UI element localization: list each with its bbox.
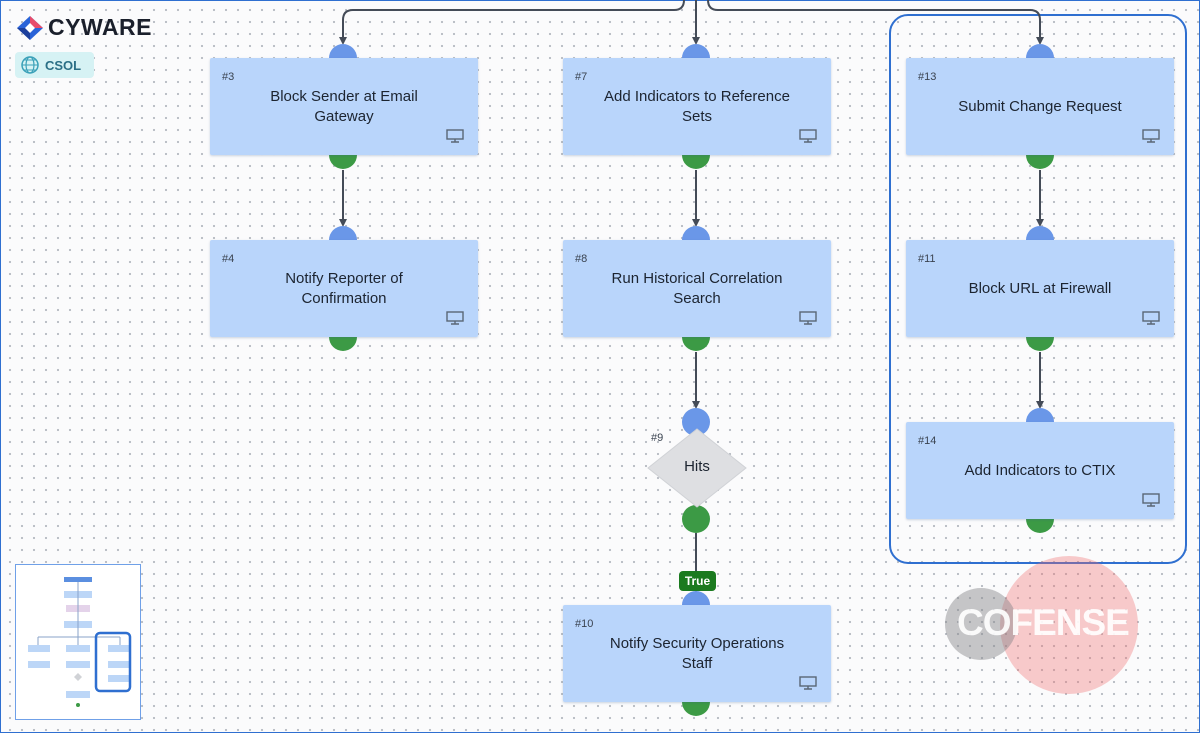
- output-port: [682, 337, 710, 351]
- node-number: #3: [222, 71, 235, 83]
- cofense-watermark: COFENSE: [945, 556, 1145, 696]
- workflow-node-13[interactable]: #13 Submit Change Request: [906, 58, 1174, 155]
- input-port: [682, 591, 710, 605]
- node-label: Notify Security Operations Staff: [609, 634, 785, 672]
- input-port: [1026, 44, 1054, 58]
- connector-top-to-13: [707, 0, 1044, 45]
- workflow-node-10[interactable]: #10 Notify Security Operations Staff: [563, 605, 831, 702]
- cyware-diamond-icon: [17, 15, 43, 40]
- input-port: [682, 44, 710, 58]
- node-number: #13: [918, 71, 937, 83]
- workflow-node-8[interactable]: #8 Run Historical Correlation Search: [563, 240, 831, 337]
- output-port: [1026, 155, 1054, 169]
- node-label: Submit Change Request: [958, 97, 1122, 115]
- workflow-node-7[interactable]: #7 Add Indicators to Reference Sets: [563, 58, 831, 155]
- logo-text: CYWARE: [48, 14, 152, 40]
- decision-label: Hits: [684, 458, 710, 475]
- input-port: [1026, 226, 1054, 240]
- monitor-icon: [1142, 129, 1160, 143]
- csol-label: CSOL: [45, 57, 82, 73]
- node-label: Add Indicators to Reference Sets: [604, 87, 790, 125]
- connector-top-to-3: [339, 0, 685, 45]
- node-label: Block Sender at Email Gateway: [270, 87, 418, 125]
- decision-node-9[interactable]: [647, 428, 747, 508]
- input-port: [329, 226, 357, 240]
- watermark-red-circle: [1000, 556, 1138, 694]
- workflow-node-4[interactable]: #4 Notify Reporter of Confirmation: [210, 240, 478, 337]
- monitor-icon: [1142, 493, 1160, 507]
- decision-number: #9: [651, 432, 664, 444]
- node-label: Add Indicators to CTIX: [964, 461, 1116, 479]
- watermark-grey-circle: [945, 588, 1017, 660]
- node-number: #4: [222, 253, 235, 265]
- monitor-icon: [1142, 311, 1160, 325]
- minimap-preview: [28, 577, 132, 707]
- workflow-node-14[interactable]: #14 Add Indicators to CTIX: [906, 422, 1174, 519]
- branch-true-badge: True: [679, 571, 716, 591]
- monitor-icon: [446, 311, 464, 325]
- output-port: [682, 505, 710, 533]
- input-port: [682, 226, 710, 240]
- workflow-node-11[interactable]: #11 Block URL at Firewall: [906, 240, 1174, 337]
- output-port: [329, 155, 357, 169]
- node-label: Run Historical Correlation Search: [611, 269, 783, 307]
- node-number: #11: [918, 253, 936, 265]
- input-port: [329, 44, 357, 58]
- csol-badge: CSOL: [15, 52, 94, 78]
- input-port: [682, 408, 710, 436]
- node-label: Notify Reporter of Confirmation: [285, 269, 403, 307]
- monitor-icon: [799, 676, 817, 690]
- input-port: [1026, 408, 1054, 422]
- cyware-logo: CYWARE: [16, 14, 152, 41]
- node-number: #10: [575, 618, 594, 630]
- watermark-text: COFENSE: [957, 602, 1130, 643]
- node-label: Block URL at Firewall: [968, 279, 1112, 297]
- output-port: [329, 337, 357, 351]
- monitor-icon: [446, 129, 464, 143]
- node-number: #7: [575, 71, 588, 83]
- node-number: #14: [918, 435, 937, 447]
- output-port: [682, 702, 710, 716]
- output-port: [1026, 519, 1054, 533]
- workflow-node-3[interactable]: #3 Block Sender at Email Gateway: [210, 58, 478, 155]
- node-number: #8: [575, 253, 588, 265]
- monitor-icon: [799, 129, 817, 143]
- monitor-icon: [799, 311, 817, 325]
- output-port: [682, 155, 710, 169]
- minimap[interactable]: [15, 564, 141, 720]
- globe-network-icon: [21, 56, 39, 74]
- output-port: [1026, 337, 1054, 351]
